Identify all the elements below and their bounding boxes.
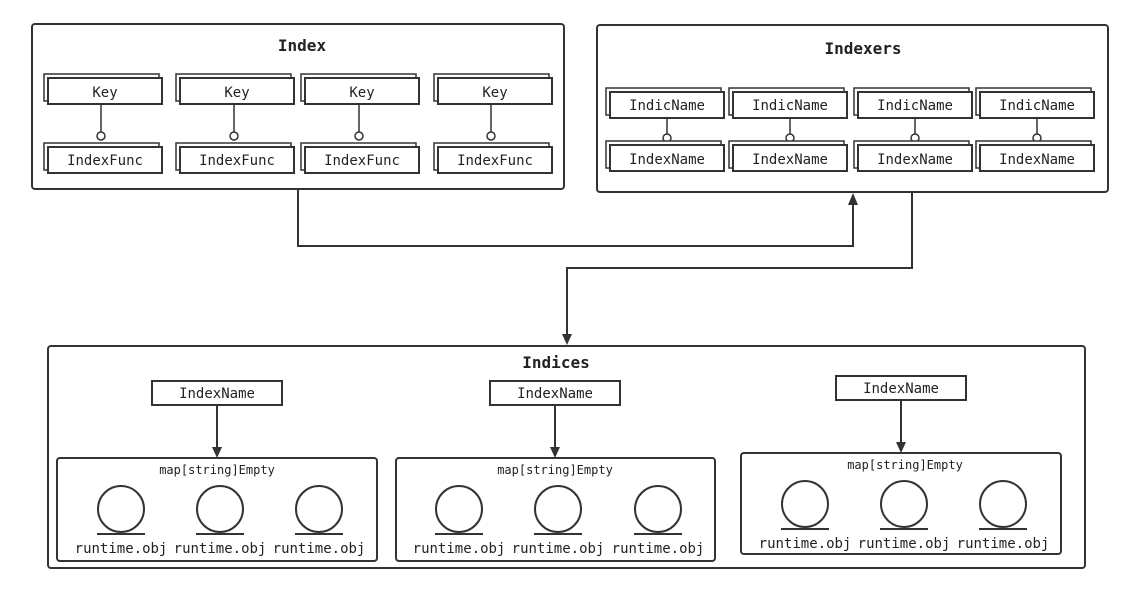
- indexname-node: [857, 144, 973, 172]
- indexfunc-node: [179, 146, 295, 174]
- map-label: map[string]Empty: [159, 463, 275, 477]
- arrowhead-indexers: [848, 193, 858, 205]
- object-circle: [435, 485, 483, 533]
- indexfunc-label: IndexFunc: [67, 153, 143, 169]
- map-label: map[string]Empty: [847, 458, 963, 472]
- object-label: runtime.obj: [413, 541, 506, 557]
- indicname-node: [857, 91, 973, 119]
- indexname-label: IndexName: [752, 152, 828, 168]
- object-circle: [295, 485, 343, 533]
- indexname-label: IndexName: [517, 386, 593, 402]
- indexfunc-label: IndexFunc: [457, 153, 533, 169]
- link-dot: [486, 131, 496, 141]
- indexname-node: [609, 144, 725, 172]
- indexname-label: IndexName: [863, 381, 939, 397]
- indexname-node: [489, 380, 621, 406]
- indexname-label: IndexName: [999, 152, 1075, 168]
- indexers-pair-2: IndicName IndexName: [728, 87, 848, 172]
- key-node: [179, 77, 295, 105]
- key-node: [304, 77, 420, 105]
- connector-indexers-to-indices: [566, 192, 913, 336]
- key-node: [47, 77, 163, 105]
- object-circle: [97, 485, 145, 533]
- object-circle: [634, 485, 682, 533]
- object-label: runtime.obj: [75, 541, 168, 557]
- indexers-pair-4: IndicName IndexName: [975, 87, 1095, 172]
- object-circle: [534, 485, 582, 533]
- indicname-label: IndicName: [877, 98, 953, 114]
- index-pair-2: Key IndexFunc: [175, 73, 295, 174]
- key-label: Key: [482, 85, 507, 101]
- index-title: Index: [278, 36, 327, 55]
- indexname-label: IndexName: [629, 152, 705, 168]
- arrowhead: [896, 442, 906, 453]
- indices-title: Indices: [522, 353, 589, 372]
- indicname-label: IndicName: [752, 98, 828, 114]
- key-label: Key: [349, 85, 374, 101]
- object-circle: [880, 480, 928, 528]
- object-label: runtime.obj: [612, 541, 705, 557]
- link-dot: [354, 131, 364, 141]
- indexfunc-label: IndexFunc: [324, 153, 400, 169]
- indices-group-2: IndexName map[string]Empty runtime.obj r…: [395, 380, 716, 562]
- object-circle: [979, 480, 1027, 528]
- indices-group-1: IndexName map[string]Empty runtime.obj r…: [56, 380, 378, 562]
- index-pair-3: Key IndexFunc: [300, 73, 420, 174]
- arrowhead: [550, 447, 560, 458]
- indexers-pair-3: IndicName IndexName: [853, 87, 973, 172]
- index-frame: Index: [31, 23, 565, 190]
- indexfunc-node: [47, 146, 163, 174]
- indexfunc-node: [304, 146, 420, 174]
- indicname-label: IndicName: [629, 98, 705, 114]
- map-label: map[string]Empty: [497, 463, 613, 477]
- indexers-pair-1: IndicName IndexName: [605, 87, 725, 172]
- arrowhead: [212, 447, 222, 458]
- object-circle: [196, 485, 244, 533]
- object-label: runtime.obj: [512, 541, 605, 557]
- indexname-node: [835, 375, 967, 401]
- indexname-label: IndexName: [877, 152, 953, 168]
- connector-index-to-indexers: [297, 189, 854, 247]
- indicname-label: IndicName: [999, 98, 1075, 114]
- object-circle: [781, 480, 829, 528]
- link-dot: [229, 131, 239, 141]
- indexers-title: Indexers: [824, 39, 901, 58]
- object-label: runtime.obj: [957, 536, 1050, 552]
- key-label: Key: [224, 85, 249, 101]
- key-node: [437, 77, 553, 105]
- indexfunc-node: [437, 146, 553, 174]
- object-label: runtime.obj: [759, 536, 852, 552]
- object-label: runtime.obj: [174, 541, 267, 557]
- index-pair-4: Key IndexFunc: [433, 73, 553, 174]
- connectors: [297, 189, 913, 345]
- link-dot: [96, 131, 106, 141]
- key-label: Key: [92, 85, 117, 101]
- indexfunc-label: IndexFunc: [199, 153, 275, 169]
- index-container: [31, 23, 565, 190]
- index-pair-1: Key IndexFunc: [43, 73, 163, 174]
- indexname-node: [979, 144, 1095, 172]
- indexname-label: IndexName: [179, 386, 255, 402]
- arrowhead-indices: [562, 334, 572, 345]
- object-label: runtime.obj: [858, 536, 951, 552]
- object-label: runtime.obj: [273, 541, 366, 557]
- indices-group-3: IndexName map[string]Empty runtime.obj r…: [740, 375, 1062, 555]
- indexname-node: [732, 144, 848, 172]
